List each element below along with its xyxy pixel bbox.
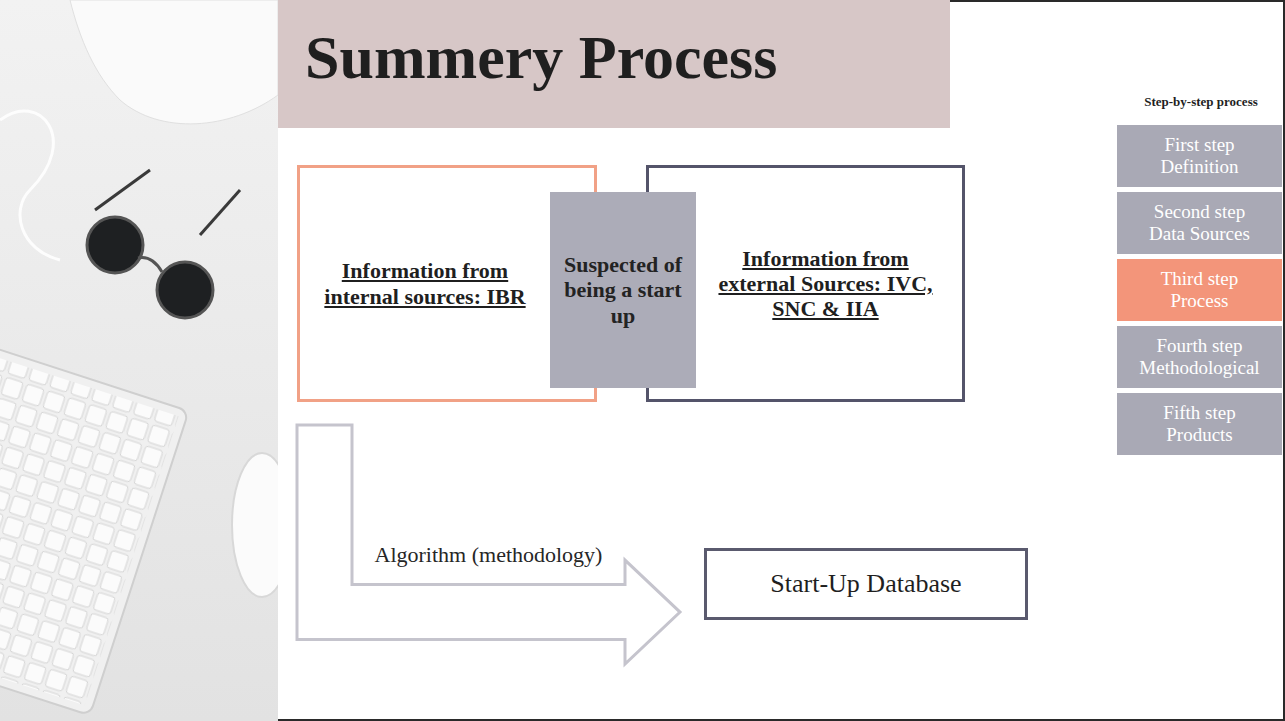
node-content: Fifth stepProducts [1123,402,1276,446]
node-text: Fifth step [1123,402,1276,424]
block-arrow [297,425,680,664]
node-text: Fourth step [1123,335,1276,357]
node-content: Suspected of being a start up [556,252,690,328]
node-content: Fourth stepMethodological [1123,335,1276,379]
node-text: First step [1123,134,1276,156]
step-box: Second stepData Sources [1117,192,1282,254]
node-text: Methodological [1123,357,1276,379]
node-text: Information from internal sources: IBR [314,258,536,309]
keyboard [0,340,189,715]
node-content: First stepDefinition [1123,134,1276,178]
monitor-stand [70,0,278,124]
node-content: Start-Up Database [717,569,1015,599]
node-content: Second stepData Sources [1123,201,1276,245]
node-text: Process [1123,290,1276,312]
database-box: Start-Up Database [704,548,1028,620]
step-box: Third stepProcess [1117,259,1282,321]
node-text: Third step [1123,268,1276,290]
node-content: Information from internal sources: IBR [314,258,536,309]
node-text: Definition [1123,156,1276,178]
suspect-box: Suspected of being a start up [550,192,696,388]
node-content: Information from external Sources: IVC, … [703,246,948,322]
node-text: Second step [1123,201,1276,223]
step-box: Fourth stepMethodological [1117,326,1282,388]
cable [0,111,60,260]
sunglasses [87,170,240,318]
node-text: Products [1123,424,1276,446]
arrow-label: Algorithm (methodology) [362,542,615,568]
node-content: Third stepProcess [1123,268,1276,312]
desk-photo [0,0,278,721]
node-text: Suspected of being a start up [556,252,690,328]
node-text: Information from external Sources: IVC, … [703,246,948,322]
slide-title: Summery Process [305,20,777,94]
step-box: First stepDefinition [1117,125,1282,187]
mouse [232,453,278,597]
step-box: Fifth stepProducts [1117,393,1282,455]
sidebar-heading: Step-by-step process [1117,94,1285,110]
node-text: Data Sources [1123,223,1276,245]
node-text: Start-Up Database [717,569,1015,599]
